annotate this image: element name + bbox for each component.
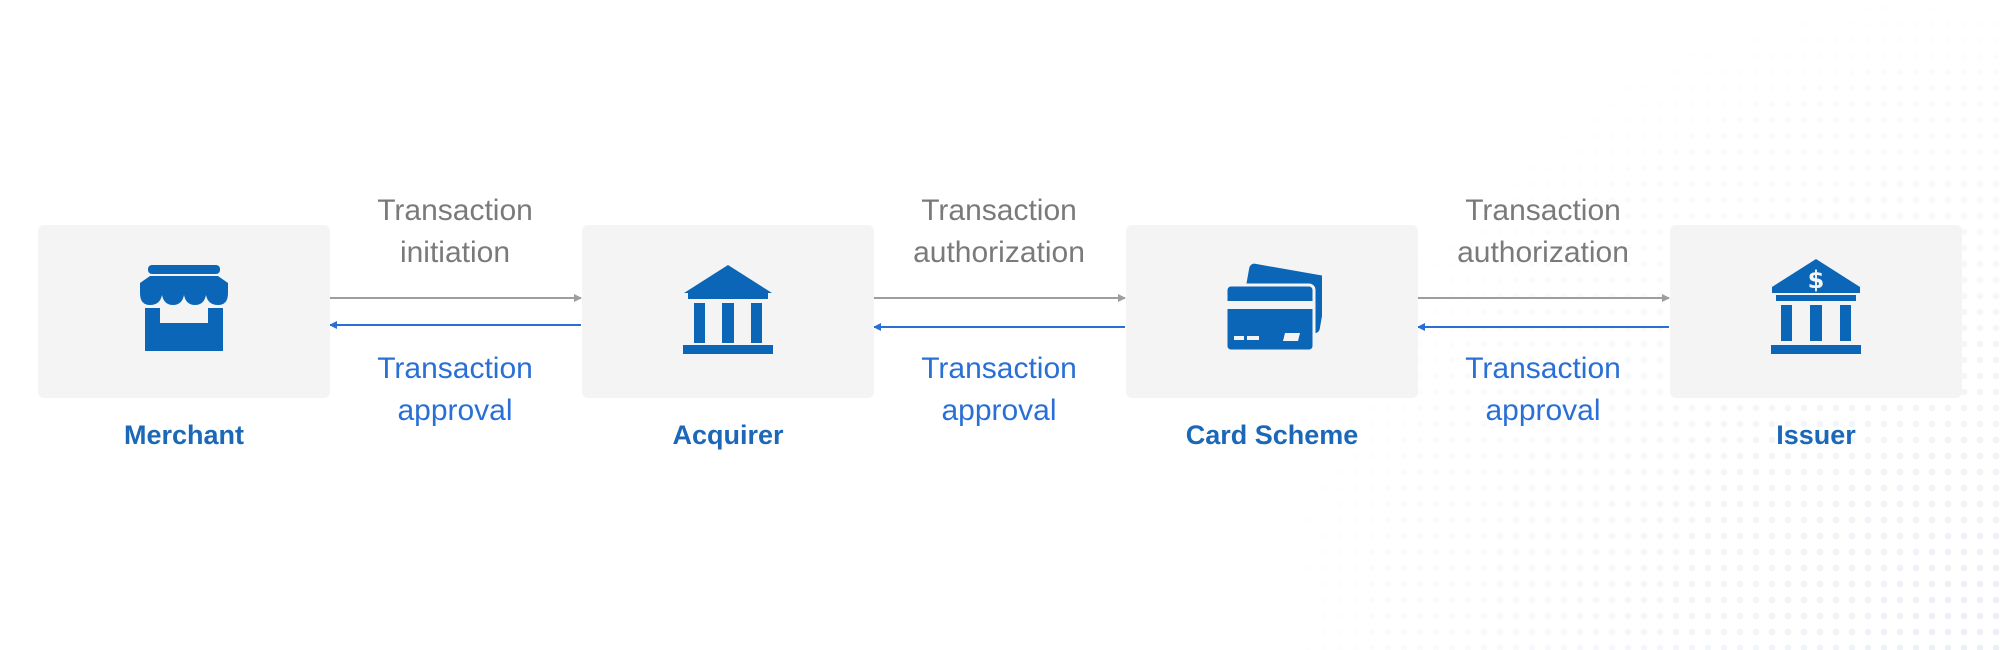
- svg-text:$: $: [1808, 266, 1825, 294]
- node-merchant: [38, 225, 330, 398]
- edge-label-authorization: Transaction authorization: [1418, 190, 1668, 274]
- edge-label-line: Transaction: [377, 352, 533, 385]
- edge-label-line: approval: [397, 394, 513, 427]
- edge-label-line: authorization: [1457, 236, 1629, 269]
- edge-label-approval: Transaction approval: [1418, 348, 1668, 432]
- edge-label-approval: Transaction approval: [874, 348, 1124, 432]
- edge-label-line: Transaction: [377, 194, 533, 227]
- node-label-issuer: Issuer: [1776, 420, 1856, 450]
- edge-label-initiation: Transaction initiation: [330, 190, 580, 274]
- node-issuer: $: [1670, 225, 1962, 398]
- edge-label-line: Transaction: [1465, 352, 1621, 385]
- node-label-acquirer: Acquirer: [672, 420, 784, 450]
- edge-label-line: Transaction: [921, 194, 1077, 227]
- edge-label-authorization: Transaction authorization: [874, 190, 1124, 274]
- node-card-scheme: [1126, 225, 1418, 398]
- edge-label-line: approval: [941, 394, 1057, 427]
- node-acquirer: [582, 225, 874, 398]
- node-label-merchant: Merchant: [123, 420, 245, 450]
- storefront-icon: [140, 265, 228, 351]
- edge-label-line: authorization: [913, 236, 1085, 269]
- bank-building-icon: [683, 265, 773, 354]
- edge-label-line: Transaction: [1465, 194, 1621, 227]
- edge-label-line: Transaction: [921, 352, 1077, 385]
- bank-dollar-icon: $: [1771, 259, 1861, 354]
- node-label-card-scheme: Card Scheme: [1185, 420, 1359, 450]
- credit-cards-icon: [1224, 263, 1322, 353]
- edge-label-line: approval: [1485, 394, 1601, 427]
- edge-label-line: initiation: [399, 236, 511, 269]
- edge-label-approval: Transaction approval: [330, 348, 580, 432]
